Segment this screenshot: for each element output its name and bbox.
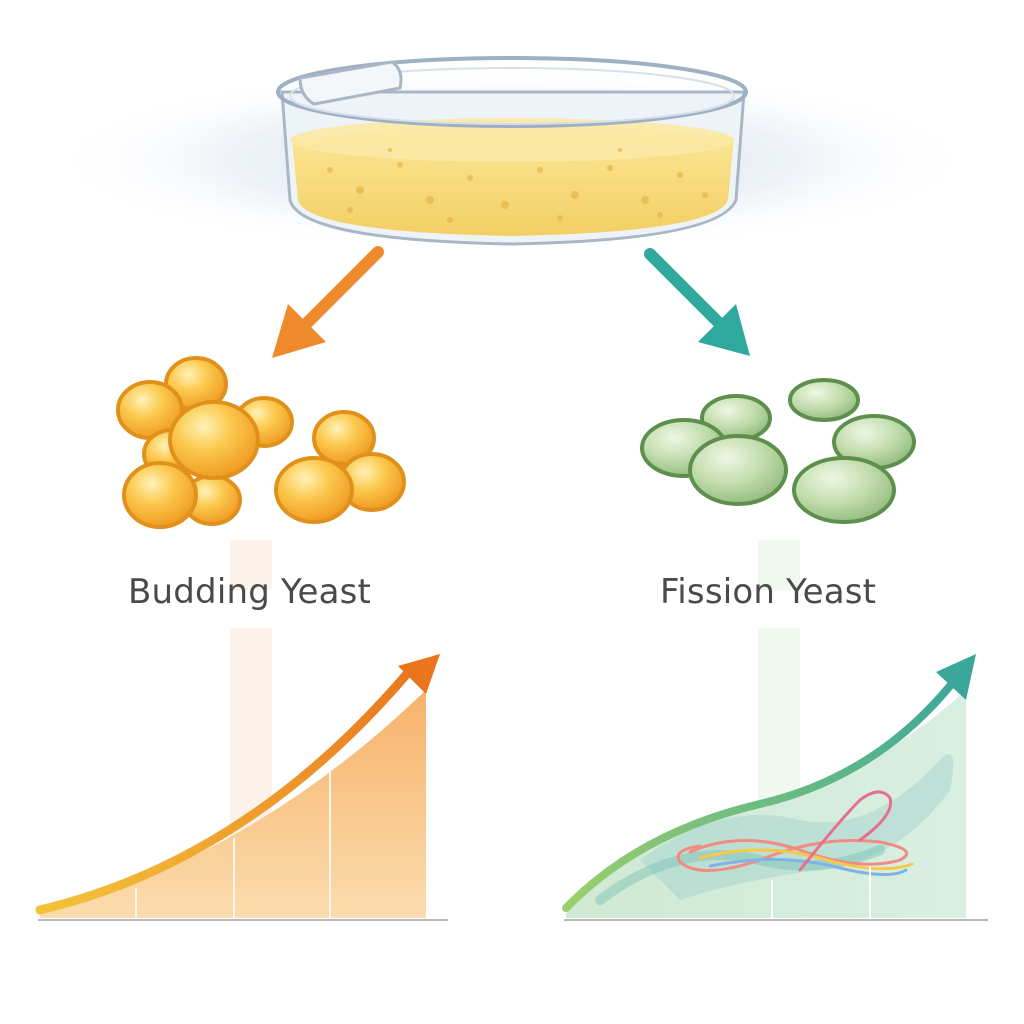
fission-yeast-cells [640, 378, 916, 524]
budding-yeast-cells [116, 356, 406, 529]
arrow-down-left-icon [272, 246, 384, 358]
growth-curve-icon [35, 654, 448, 921]
arrow-down-right-icon [644, 248, 750, 356]
growth-curve-icon [562, 654, 988, 921]
budding-yeast-label: Budding Yeast [128, 572, 372, 612]
fission-yeast-label: Fission Yeast [660, 572, 877, 612]
petri-dish-icon [42, 56, 982, 255]
